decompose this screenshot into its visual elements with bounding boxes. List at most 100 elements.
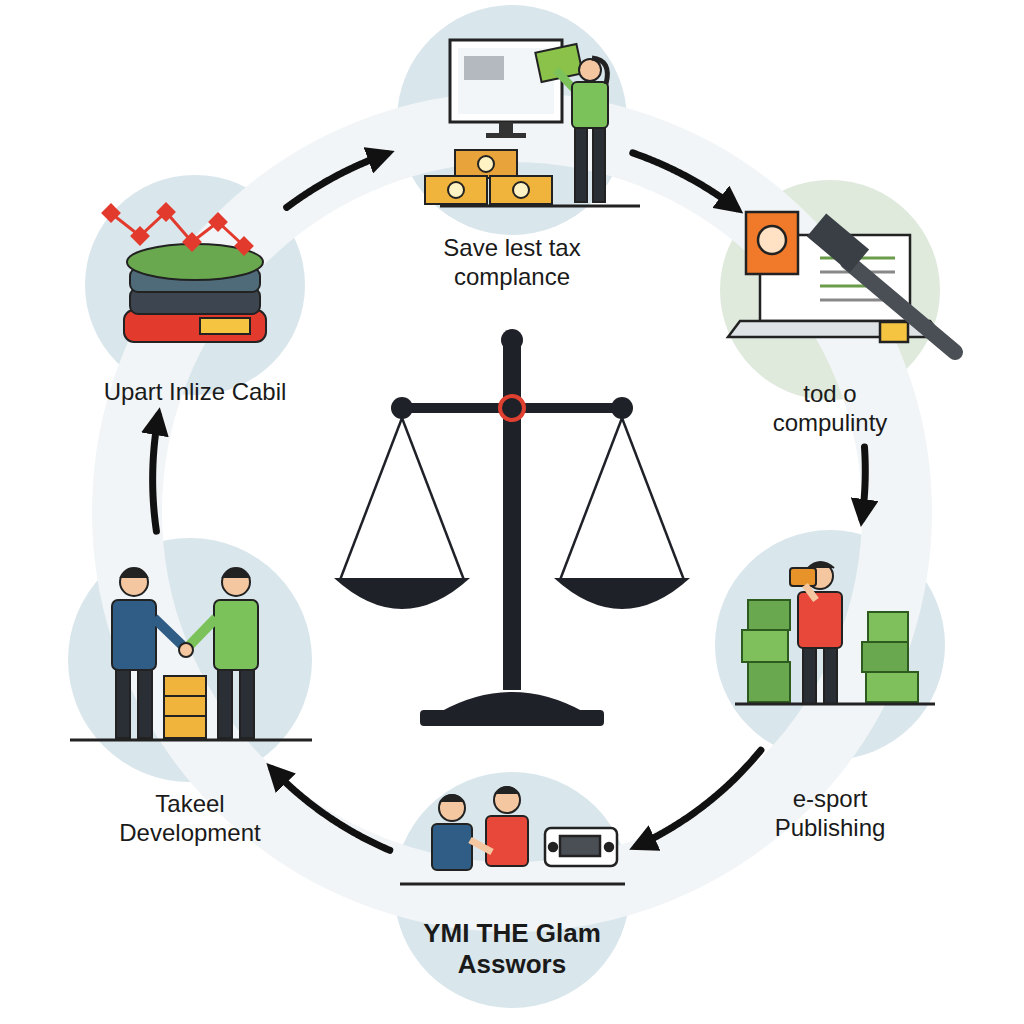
money-stack-icon xyxy=(742,630,788,662)
stage-circle xyxy=(85,175,305,395)
balance-scale xyxy=(340,418,402,580)
person-icon xyxy=(214,600,258,670)
person-icon xyxy=(222,568,250,596)
stage-label: Save lest tax complance xyxy=(412,234,612,292)
person-icon xyxy=(240,670,254,738)
cycle-arrow xyxy=(637,750,761,846)
stage-circle xyxy=(720,180,940,400)
cycle-arrow xyxy=(862,447,865,519)
money-stack-icon xyxy=(455,150,517,178)
stage-label: Upart Inlize Cabil xyxy=(65,378,325,407)
cycle-stage: tod o compulinty xyxy=(720,180,940,442)
balance-scale xyxy=(440,692,584,712)
person-icon xyxy=(439,795,465,821)
cycle-arrow xyxy=(272,769,390,850)
cycle-stage: YMI THE Glam Asswors xyxy=(394,772,630,1008)
money-stack-icon xyxy=(748,662,790,702)
person-icon xyxy=(116,670,130,738)
money-stack-icon xyxy=(490,176,552,204)
laptop-icon xyxy=(820,299,890,302)
person-icon xyxy=(120,568,148,596)
person-icon xyxy=(494,787,520,813)
device-icon xyxy=(549,843,557,851)
person-icon xyxy=(593,128,605,202)
ground-line xyxy=(400,883,625,886)
stage-label: tod o compulinty xyxy=(750,380,910,438)
balance-scale xyxy=(500,396,524,420)
person-icon xyxy=(486,816,528,866)
network-icon xyxy=(182,232,202,252)
balance-scale xyxy=(501,329,523,351)
box-stack-icon xyxy=(164,676,206,696)
card-icon xyxy=(746,212,798,274)
stage-circle xyxy=(65,175,325,411)
cycle-arrow xyxy=(287,154,387,208)
money-stack-icon xyxy=(862,642,908,672)
cycle-stage: Save lest tax complance xyxy=(397,5,627,296)
person-icon xyxy=(824,648,837,704)
card-icon xyxy=(758,226,786,254)
person-icon xyxy=(218,670,232,738)
person-icon xyxy=(432,824,472,870)
person-icon xyxy=(798,592,842,648)
balance-scale xyxy=(611,397,633,419)
person-icon xyxy=(112,600,156,670)
stage-circle xyxy=(394,772,630,1008)
stage-circle xyxy=(715,530,945,760)
person-icon xyxy=(805,585,816,600)
ground-line xyxy=(735,703,935,706)
person-icon xyxy=(138,670,152,738)
person-icon xyxy=(575,128,587,202)
balance-scale xyxy=(420,710,604,726)
balance-scale xyxy=(402,418,464,580)
cycle-arrow xyxy=(633,153,737,209)
network-icon xyxy=(234,236,254,256)
money-stack-icon xyxy=(866,672,918,702)
balance-scale xyxy=(334,329,690,726)
money-stack-icon xyxy=(425,176,487,204)
stage-label: Takeel Development xyxy=(105,790,275,848)
box-stack-icon xyxy=(164,676,206,738)
cycle-stage: Upart Inlize Cabil xyxy=(65,175,325,411)
cycle-stage: Takeel Development xyxy=(68,538,312,852)
person-icon xyxy=(572,82,608,128)
stage-label: YMI THE Glam Asswors xyxy=(412,918,612,980)
ground-line xyxy=(440,205,640,208)
monitor-icon xyxy=(499,122,513,134)
cycle-arrow xyxy=(153,416,159,532)
stage-label: e-sport Publishing xyxy=(755,785,905,843)
layer-stack-icon xyxy=(124,244,266,342)
balance-scale xyxy=(622,418,684,580)
stage-circle xyxy=(397,5,627,235)
person-icon xyxy=(179,643,193,657)
box-stack-icon xyxy=(164,716,206,738)
money-stack-icon xyxy=(448,182,464,198)
stage-circle xyxy=(68,538,312,782)
device-icon xyxy=(560,836,600,856)
balance-scale xyxy=(334,578,470,609)
money-stack-icon xyxy=(513,182,529,198)
network-icon xyxy=(101,203,121,223)
money-stack-icon xyxy=(868,612,908,642)
person-icon xyxy=(120,569,148,578)
money-stack-icon xyxy=(748,600,790,630)
device-icon xyxy=(605,843,613,851)
ground-line xyxy=(70,739,312,742)
person-icon xyxy=(790,568,816,586)
money-stack-icon xyxy=(478,156,494,172)
monitor-icon xyxy=(486,133,526,138)
person-icon xyxy=(579,59,601,81)
box-stack-icon xyxy=(164,696,206,716)
layer-stack-icon xyxy=(200,318,250,334)
cycle-stage: e-sport Publishing xyxy=(715,530,945,847)
person-icon xyxy=(803,648,816,704)
monitor-icon xyxy=(464,56,504,80)
balance-scale xyxy=(560,418,622,580)
balance-scale xyxy=(554,578,690,609)
balance-scale xyxy=(391,397,413,419)
device-icon xyxy=(545,828,617,866)
card-icon xyxy=(880,322,908,342)
device-icon xyxy=(545,828,617,866)
